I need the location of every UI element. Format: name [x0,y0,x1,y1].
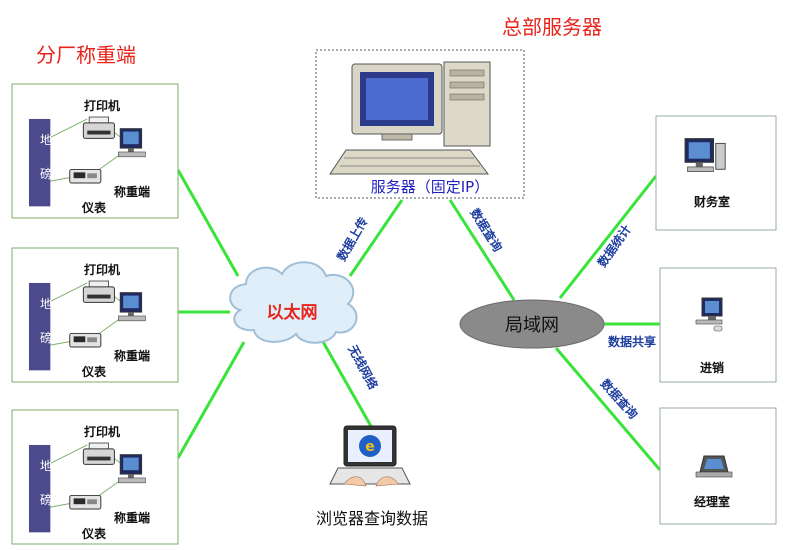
ethernet-cloud: 以太网 [229,261,358,344]
office-box [655,115,777,231]
office-box [659,267,777,383]
link-label-share: 数据共享 [608,334,656,349]
sales-label: 进销 [700,360,724,375]
server-computer-icon [329,61,491,175]
meter-label: 仪表 [81,526,107,541]
terminal-label: 称重端 [114,510,150,525]
scale-label-bottom: 磅 [40,492,52,507]
network-links [176,169,662,471]
office-finance: 财务室 [655,115,777,231]
office-sales: 进销 [659,267,777,383]
office-box [659,407,777,525]
printer-label: 打印机 [84,424,120,439]
printer-label: 打印机 [84,262,120,277]
link-label-wireless: 无线网络 [345,341,381,391]
browser-client: e 浏览器查询数据 [316,425,428,528]
scale-label-top: 地 [40,133,52,147]
lan-ellipse [459,299,605,349]
scale-label-bottom: 磅 [40,330,52,345]
lan-label: 局域网 [505,315,559,336]
branch-title: 分厂称重端 [36,43,136,67]
branch-1: 打印机 地 磅 仪表 称重端 [11,83,179,219]
ethernet-label: 以太网 [267,302,318,323]
lan-node: 局域网 [459,299,605,349]
scale-label-top: 地 [40,297,52,311]
server-label: 服务器（固定IP） [371,178,489,196]
hq-server: 服务器（固定IP） [315,49,525,199]
branch-3: 打印机 地 磅 仪表 称重端 [11,409,179,545]
office-manager: 经理室 [659,407,777,525]
meter-label: 仪表 [81,200,107,215]
terminal-label: 称重端 [114,348,150,363]
computer-icon [695,297,723,332]
laptop-icon: e [329,425,411,487]
branch-2: 打印机 地 磅 仪表 称重端 [11,247,179,383]
manager-label: 经理室 [694,494,730,509]
svg-text:e: e [365,439,375,455]
scale-label-top: 地 [40,459,52,473]
cloud-shape [229,261,358,344]
printer-label: 打印机 [84,98,120,113]
laptop-icon [695,455,733,478]
terminal-label: 称重端 [114,184,150,199]
computer-icon [684,138,726,173]
link-label-query-server: 数据查询 [467,206,505,255]
browser-label: 浏览器查询数据 [316,509,428,528]
meter-label: 仪表 [81,364,107,379]
finance-label: 财务室 [693,194,730,209]
link-label-query-manager: 数据查询 [598,376,641,422]
scale-label-bottom: 磅 [40,166,52,181]
hq-title: 总部服务器 [502,15,602,39]
